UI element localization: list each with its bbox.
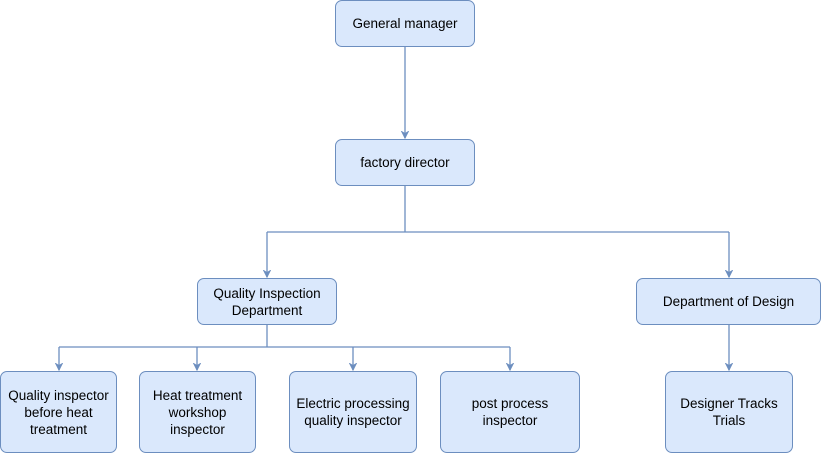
node-heat-treatment-inspector: Heat treatment workshop inspector: [139, 371, 256, 453]
node-designer-tracks-trials-label: Designer Tracks Trials: [680, 396, 778, 428]
node-electric-processing-inspector: Electric processing quality inspector: [289, 371, 417, 453]
node-heat-treatment-inspector-label: Heat treatment workshop inspector: [152, 387, 243, 437]
node-quality-inspection-department: Quality Inspection Department: [197, 278, 337, 325]
node-designer-tracks-trials: Designer Tracks Trials: [665, 371, 793, 453]
node-general-manager: General manager: [335, 0, 475, 47]
node-post-process-inspector-label: post process inspector: [471, 396, 549, 428]
node-qi-before-heat: Quality inspector before heat treatment: [0, 371, 117, 453]
node-factory-director-label: factory director: [360, 155, 450, 170]
node-factory-director: factory director: [335, 139, 475, 186]
node-department-of-design-label: Department of Design: [662, 294, 795, 309]
node-electric-processing-inspector-label: Electric processing quality inspector: [296, 396, 410, 428]
node-department-of-design: Department of Design: [636, 278, 821, 325]
node-qi-before-heat-label: Quality inspector before heat treatment: [8, 387, 109, 437]
node-quality-inspection-department-label: Quality Inspection Department: [213, 285, 321, 318]
node-post-process-inspector: post process inspector: [440, 371, 580, 453]
node-general-manager-label: General manager: [352, 16, 458, 31]
